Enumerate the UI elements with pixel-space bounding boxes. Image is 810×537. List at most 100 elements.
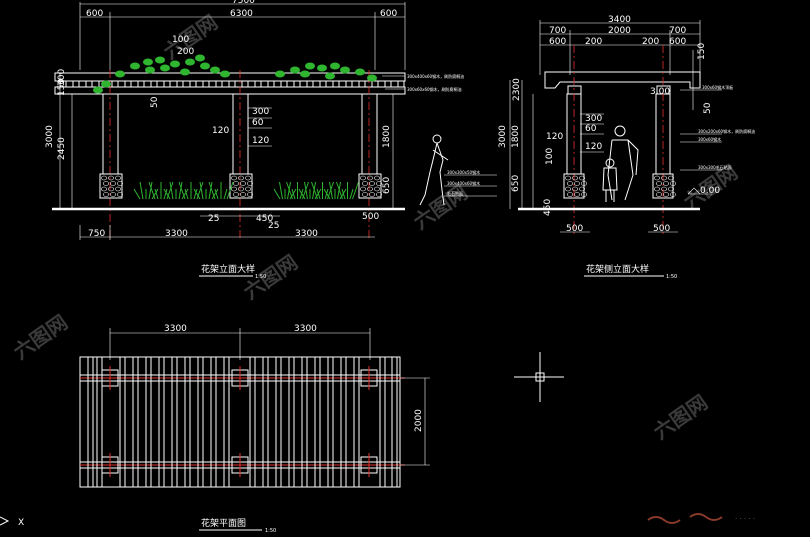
stone-texture: [663, 181, 669, 186]
dim-25-b: 25: [268, 221, 279, 231]
stone-texture: [654, 186, 660, 192]
purlin-section: [202, 80, 210, 88]
grass-blade: [199, 181, 204, 200]
grass-blade: [226, 181, 234, 200]
grass-blade: [352, 181, 359, 200]
vine-leaf-cluster: [355, 68, 365, 76]
grass-blade: [316, 188, 321, 200]
stone-texture: [247, 181, 253, 186]
stone-texture: [101, 186, 107, 192]
plan-dim-2000: 2000: [414, 409, 424, 432]
grass-blade: [163, 188, 171, 200]
grass-blade: [181, 188, 189, 200]
stone-texture: [670, 192, 676, 197]
side-note-3: 300x60钢木: [698, 136, 721, 142]
vine-leaf-cluster: [275, 70, 285, 78]
side-dim-3000: 3000: [498, 125, 508, 148]
stone-texture: [565, 175, 571, 181]
purlin-section: [306, 80, 314, 88]
purlin-section: [150, 80, 158, 88]
vine-leaf-cluster: [195, 54, 205, 62]
vine-leaf-cluster: [101, 80, 111, 88]
vine-leaf-cluster: [317, 64, 327, 72]
stone-texture: [367, 186, 373, 192]
grass-blade: [208, 181, 213, 200]
purlin-section: [72, 80, 80, 88]
dim-600-right: 600: [380, 9, 397, 19]
stone-texture: [360, 175, 366, 181]
side-dim-2000: 2000: [608, 26, 631, 36]
stone-texture: [656, 181, 662, 186]
stone-texture: [369, 181, 375, 186]
dim-1800: 1800: [382, 125, 392, 148]
grass-blade: [151, 188, 159, 200]
side-elevation-title: 花架侧立面大样: [586, 263, 649, 275]
grass-blade: [193, 188, 201, 200]
stone-texture: [579, 186, 585, 192]
vine-leaf-cluster: [130, 62, 140, 70]
stone-texture: [572, 186, 578, 192]
side-note-4: 300x300毛石贴面: [698, 164, 732, 170]
stone-texture: [108, 186, 114, 192]
side-dim-60: 60: [585, 124, 597, 134]
purlin-section: [397, 80, 405, 88]
purlin-section: [124, 80, 132, 88]
vine-leaf-cluster: [325, 72, 335, 80]
dim-2450: 2450: [57, 137, 67, 160]
note-2: 300x60x60钢木，刷防腐桐油: [407, 86, 462, 92]
purlin-section: [176, 80, 184, 88]
vine-leaf-cluster: [220, 70, 230, 78]
grass-blade: [193, 188, 198, 200]
dim-3000: 3000: [45, 125, 55, 148]
overall-dim-cut: 7500: [232, 0, 255, 6]
vine-leaf-cluster: [290, 66, 300, 74]
vine-leaf-cluster: [93, 86, 103, 94]
stone-texture: [654, 175, 660, 181]
vine-leaf-cluster: [145, 66, 155, 74]
vine-leaf-cluster: [300, 70, 310, 78]
crosshair-cursor[interactable]: [514, 352, 564, 402]
grass-blade: [279, 181, 283, 200]
side-elevation-scale: 1:50: [666, 274, 677, 280]
dim-100: 100: [172, 35, 189, 45]
grass-blade: [311, 181, 318, 200]
purlin-section: [254, 80, 262, 88]
side-dim-600-b: 600: [669, 37, 686, 47]
dim-120-b: 120: [252, 136, 269, 146]
grass-blade: [163, 188, 168, 200]
grass-blade: [178, 181, 183, 200]
grass-blade: [184, 188, 189, 200]
stone-texture: [567, 192, 573, 197]
vine-leaf-cluster: [367, 74, 377, 82]
grass-blade: [139, 181, 144, 200]
stone-texture: [360, 186, 366, 192]
grass-blade: [196, 181, 204, 200]
grass-blade: [148, 181, 153, 200]
dim-200: 200: [177, 47, 194, 57]
vine-leaf-cluster: [340, 66, 350, 74]
command-prompt[interactable]: X: [0, 516, 24, 528]
side-dim-600-a: 600: [549, 37, 566, 47]
side-dim-450: 450: [543, 199, 553, 216]
stone-texture: [661, 186, 667, 192]
purlin-section: [384, 80, 392, 88]
vine-leaf-cluster: [210, 66, 220, 74]
stone-texture: [238, 175, 244, 181]
grass-blade: [148, 181, 156, 200]
purlin-section: [215, 80, 223, 88]
vine-leaf-cluster: [155, 56, 165, 64]
stone-texture: [574, 181, 580, 186]
dim-600-left: 600: [86, 9, 103, 19]
dim-3300-b: 3300: [295, 229, 318, 239]
stone-texture: [579, 175, 585, 181]
side-elevation: 3400 700 2000 700 600 200 200 600: [498, 15, 755, 280]
stone-texture: [115, 175, 121, 181]
plan-dim-3300-a: 3300: [164, 324, 187, 334]
stone-texture: [233, 181, 239, 186]
side-dim-200-a: 200: [585, 37, 602, 47]
dim-300: 300: [57, 69, 67, 86]
stone-texture: [245, 175, 251, 181]
watermark: 六图网: [239, 250, 302, 304]
stone-texture: [240, 181, 246, 186]
